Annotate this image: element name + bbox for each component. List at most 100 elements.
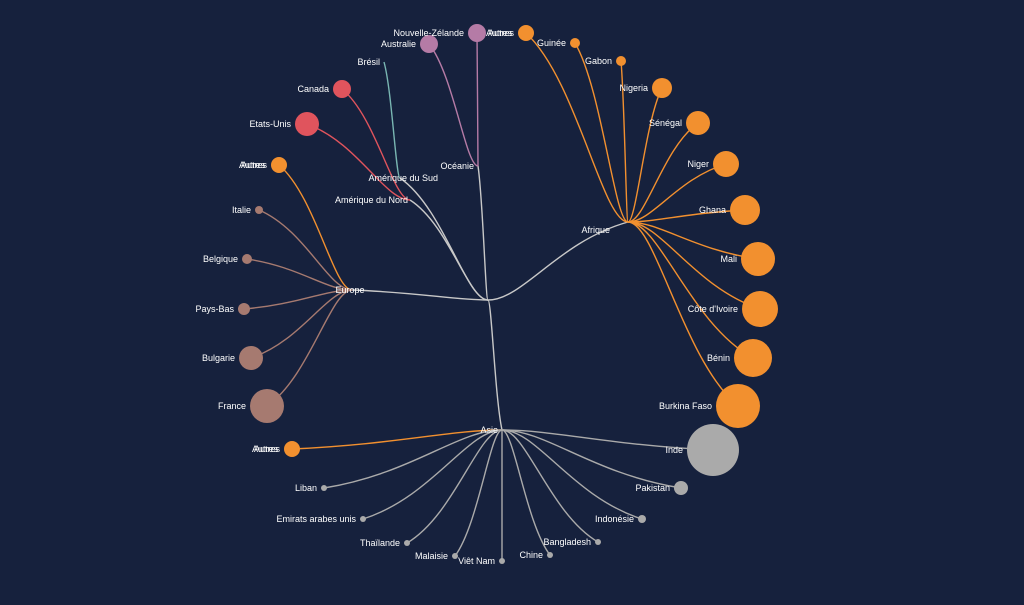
edge-asie-thailande xyxy=(406,429,503,544)
node-belgique[interactable] xyxy=(242,254,252,264)
node-etats-unis[interactable] xyxy=(295,112,319,136)
edge-afrique-guinee xyxy=(574,42,629,223)
node-france[interactable] xyxy=(250,389,284,423)
group-label-amerique-sud: Amérique du Sud xyxy=(368,173,438,183)
edge-asie-emirats xyxy=(362,429,503,520)
edge-afrique-gabon xyxy=(620,60,629,223)
edge-asie-pakistan xyxy=(501,429,682,489)
group-label-europe: Europe xyxy=(335,285,364,295)
group-label-afrique: Afrique xyxy=(581,225,610,235)
edge-afrique-cote-ivoire xyxy=(627,221,761,310)
node-indonesie[interactable] xyxy=(638,515,646,523)
node-guinee[interactable] xyxy=(570,38,580,48)
node-autres-afrique[interactable] xyxy=(518,25,534,41)
node-label-bangladesh: Bangladesh xyxy=(543,537,591,547)
node-label-overlap-autres-asie: Autres xyxy=(252,444,279,454)
node-emirats[interactable] xyxy=(360,516,366,522)
node-italie[interactable] xyxy=(255,206,263,214)
node-inde[interactable] xyxy=(687,424,739,476)
node-label-burkina: Burkina Faso xyxy=(659,401,712,411)
group-label-asie: Asie xyxy=(480,425,498,435)
node-autres-asie[interactable] xyxy=(284,441,300,457)
node-niger[interactable] xyxy=(713,151,739,177)
edge-afrique-senegal xyxy=(627,122,699,223)
node-label-italie: Italie xyxy=(232,205,251,215)
node-label-pays-bas: Pays-Bas xyxy=(195,304,234,314)
edge-europe-autres-europe xyxy=(278,164,353,291)
edge-afrique-burkina xyxy=(627,221,739,407)
edge-oceanie-australie xyxy=(428,43,479,167)
node-gabon[interactable] xyxy=(616,56,626,66)
node-liban[interactable] xyxy=(321,485,327,491)
edge-asie-autres-asie xyxy=(291,429,503,450)
node-bulgarie[interactable] xyxy=(239,346,263,370)
node-label-chine: Chine xyxy=(519,550,543,560)
edges-layer xyxy=(243,32,761,561)
node-label-senegal: Sénégal xyxy=(649,118,682,128)
node-malaisie[interactable] xyxy=(452,553,458,559)
node-label-nigeria: Nigeria xyxy=(619,83,648,93)
edge-root-afrique xyxy=(487,221,629,301)
edge-amerique-sud-bresil xyxy=(383,61,401,179)
edge-asie-malaisie xyxy=(454,429,503,557)
edge-amerique-nord-canada xyxy=(341,88,411,201)
node-bangladesh[interactable] xyxy=(595,539,601,545)
node-senegal[interactable] xyxy=(686,111,710,135)
edge-asie-inde xyxy=(501,429,714,451)
node-label-overlap-autres-afrique: Autres xyxy=(486,28,513,38)
node-label-bresil: Brésil xyxy=(357,57,380,67)
edge-afrique-mali xyxy=(627,221,759,260)
edge-europe-belgique xyxy=(246,258,353,291)
node-benin[interactable] xyxy=(734,339,772,377)
edge-root-oceanie xyxy=(477,165,489,301)
node-label-benin: Bénin xyxy=(707,353,730,363)
node-label-inde: Inde xyxy=(665,445,683,455)
edge-asie-bangladesh xyxy=(501,429,599,543)
node-nz[interactable] xyxy=(468,24,486,42)
node-label-niger: Niger xyxy=(687,159,709,169)
node-pays-bas[interactable] xyxy=(238,303,250,315)
edge-root-asie xyxy=(487,299,503,431)
node-burkina[interactable] xyxy=(716,384,760,428)
edge-amerique-nord-etats-unis xyxy=(306,123,411,201)
node-ghana[interactable] xyxy=(730,195,760,225)
node-label-cote-ivoire: Côte d'Ivoire xyxy=(688,304,738,314)
node-label-autres-afrique: Autres xyxy=(488,28,515,38)
edge-root-amerique-nord xyxy=(409,199,489,301)
edge-asie-liban xyxy=(323,429,503,489)
labels-layer: EuropeAutresAutresItalieBelgiquePays-Bas… xyxy=(195,28,738,566)
node-chine[interactable] xyxy=(547,552,553,558)
node-canada[interactable] xyxy=(333,80,351,98)
node-label-indonesie: Indonésie xyxy=(595,514,634,524)
node-label-vietnam: Viêt Nam xyxy=(458,556,495,566)
node-pakistan[interactable] xyxy=(674,481,688,495)
node-label-mali: Mali xyxy=(720,254,737,264)
edge-afrique-ghana xyxy=(627,209,746,223)
nodes-layer xyxy=(238,24,778,564)
node-autres-europe[interactable] xyxy=(271,157,287,173)
edge-root-amerique-sud xyxy=(399,177,489,301)
node-label-malaisie: Malaisie xyxy=(415,551,448,561)
node-label-etats-unis: Etats-Unis xyxy=(249,119,291,129)
node-label-belgique: Belgique xyxy=(203,254,238,264)
edge-root-europe xyxy=(351,289,489,301)
node-label-guinee: Guinée xyxy=(537,38,566,48)
node-label-emirats: Emirats arabes unis xyxy=(276,514,356,524)
node-label-liban: Liban xyxy=(295,483,317,493)
node-australie[interactable] xyxy=(420,35,438,53)
edge-europe-bulgarie xyxy=(250,289,353,359)
node-label-autres-asie: Autres xyxy=(254,444,281,454)
node-label-thailande: Thaïlande xyxy=(360,538,400,548)
edge-europe-italie xyxy=(258,209,353,291)
node-label-gabon: Gabon xyxy=(585,56,612,66)
node-nigeria[interactable] xyxy=(652,78,672,98)
node-cote-ivoire[interactable] xyxy=(742,291,778,327)
node-thailande[interactable] xyxy=(404,540,410,546)
node-label-pakistan: Pakistan xyxy=(635,483,670,493)
node-vietnam[interactable] xyxy=(499,558,505,564)
edge-afrique-niger xyxy=(627,163,727,223)
node-label-bulgarie: Bulgarie xyxy=(202,353,235,363)
node-mali[interactable] xyxy=(741,242,775,276)
